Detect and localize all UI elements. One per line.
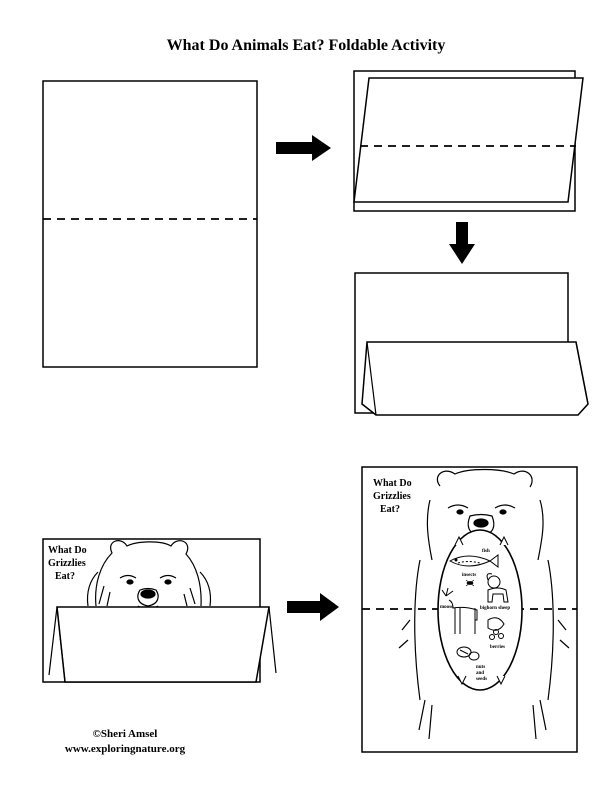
bear-head-icon [86,540,212,611]
berries-icon [487,617,505,640]
bear-caption-line: Eat? [55,571,75,582]
copyright-text: ©Sheri Amsel [92,728,158,740]
step1-flat-sheet [42,80,258,368]
bighorn-sheep-icon [486,573,509,603]
fish-icon [448,554,499,568]
arrow-right-icon [287,593,339,621]
step2-folding-sheet [353,70,584,212]
arrow-down-icon [449,222,475,264]
insect-icon [465,579,475,587]
bear-caption-line: Grizzlies [48,558,86,569]
food-label: seeds [476,677,487,682]
step4-bear-card: What Do Grizzlies Eat? [42,538,277,683]
step5-open-bear-card: What Do Grizzlies Eat? [361,466,578,753]
bear-caption-line: What Do [48,545,87,556]
food-label: moose [440,605,454,610]
food-label: insects [462,573,476,578]
food-label: and [476,671,484,676]
food-label: berries [490,645,505,650]
arrow-right-icon [276,135,331,161]
page-title: What Do Animals Eat? Foldable Activity [166,37,446,54]
step3-folded-card [354,272,589,416]
credits: ©Sheri Amsel www.exploringnature.org [40,727,210,757]
bear-caption-line: Grizzlies [373,491,411,502]
food-label: fish [482,549,490,554]
food-label: bighorn sheep [480,606,510,611]
bear-caption-line: What Do [373,478,412,489]
nuts-seeds-icon [456,646,480,661]
website-text: www.exploringnature.org [64,743,186,755]
food-label: nuts [476,665,485,670]
moose-icon [441,587,478,634]
bear-caption-line: Eat? [380,504,400,515]
mouth-food-panel [437,529,523,691]
bear-head-icon [398,468,570,740]
